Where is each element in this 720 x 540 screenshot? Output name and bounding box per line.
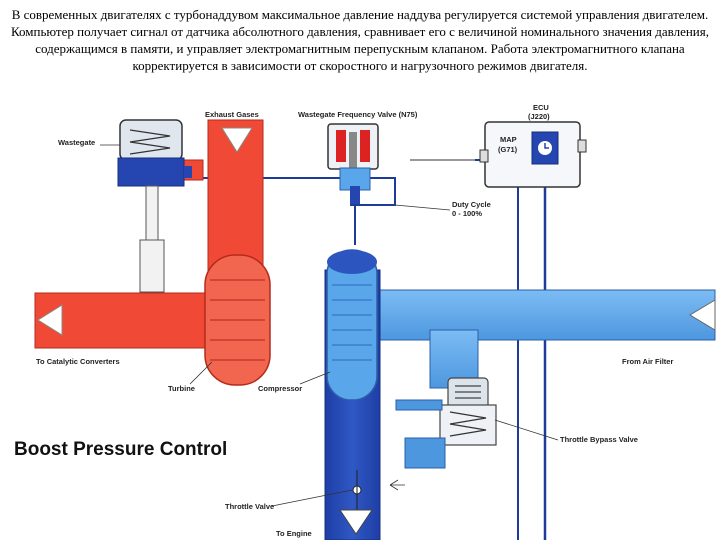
air-filter-arrow-icon	[689, 299, 716, 331]
intake-pipe	[339, 289, 716, 389]
exhaust-arrow-icon	[221, 127, 253, 153]
diagram-title: Boost Pressure Control	[14, 439, 227, 460]
label-compressor: Compressor	[258, 384, 302, 393]
intro-paragraph: В современных двигателях с турбонаддувом…	[10, 7, 709, 73]
label-duty-cycle: Duty Cycle	[452, 200, 491, 209]
label-ecu: ECU	[533, 103, 549, 112]
label-map-code: (G71)	[498, 145, 518, 154]
compressor-housing	[324, 249, 381, 540]
label-map: MAP	[500, 135, 517, 144]
label-ecu-code: (J220)	[528, 112, 550, 121]
throttle-bypass-valve	[395, 377, 497, 469]
label-to-catalytic: To Catalytic Converters	[36, 357, 120, 366]
label-duty-range: 0 - 100%	[452, 209, 482, 218]
to-engine-arrow-icon	[339, 509, 373, 535]
wastegate-actuator	[117, 119, 192, 293]
to-catalytic-arrow-icon	[37, 304, 63, 336]
label-from-air-filter: From Air Filter	[622, 357, 673, 366]
label-to-engine: To Engine	[276, 529, 312, 538]
diagram-labels: Wastegate Exhaust Gases Wastegate Freque…	[14, 103, 673, 538]
label-throttle-valve: Throttle Valve	[225, 502, 274, 511]
label-wastegate-valve: Wastegate Frequency Valve (N75)	[298, 110, 418, 119]
leader-lines	[100, 144, 559, 507]
ecu-unit	[479, 121, 587, 188]
label-exhaust-gases: Exhaust Gases	[205, 110, 259, 119]
label-wastegate: Wastegate	[58, 138, 95, 147]
wastegate-frequency-valve	[327, 123, 379, 204]
label-throttle-bypass: Throttle Bypass Valve	[560, 435, 638, 444]
label-turbine: Turbine	[168, 384, 195, 393]
